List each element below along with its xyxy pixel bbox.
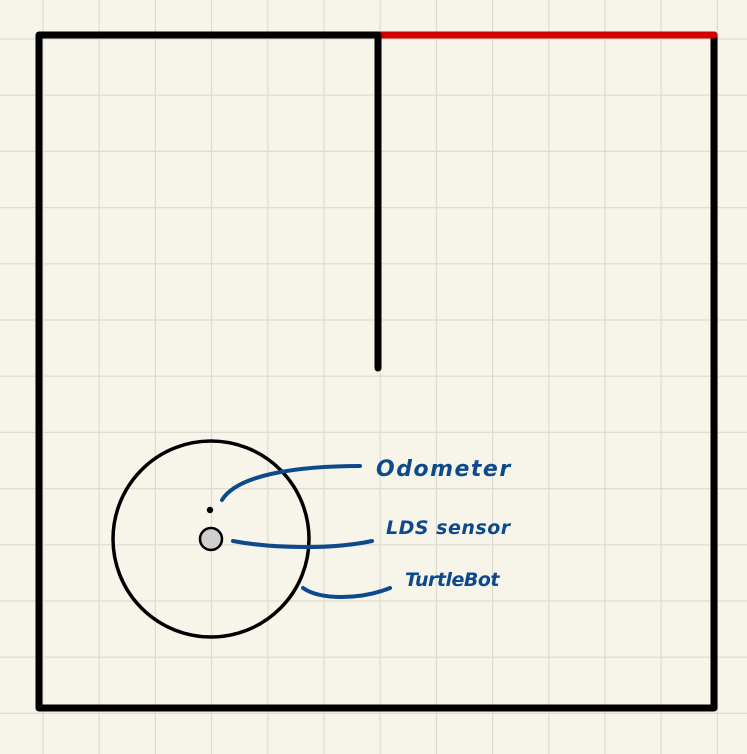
odometer-leader [220, 464, 362, 502]
map-walls [35, 31, 718, 712]
turtlebot-leader [301, 586, 392, 599]
turtlebot [111, 439, 311, 639]
lds-sensor-leader [231, 539, 374, 549]
odometer-label: Odometer [376, 457, 512, 482]
outer-wall [35, 31, 718, 712]
lds-sensor-label: LDS sensor [386, 517, 512, 539]
lds-sensor [198, 526, 224, 552]
turtlebot-label: TurtleBot [405, 569, 500, 591]
annotation-lines [220, 464, 392, 599]
turtlebot-body [111, 439, 311, 639]
odometer-point [206, 506, 214, 514]
